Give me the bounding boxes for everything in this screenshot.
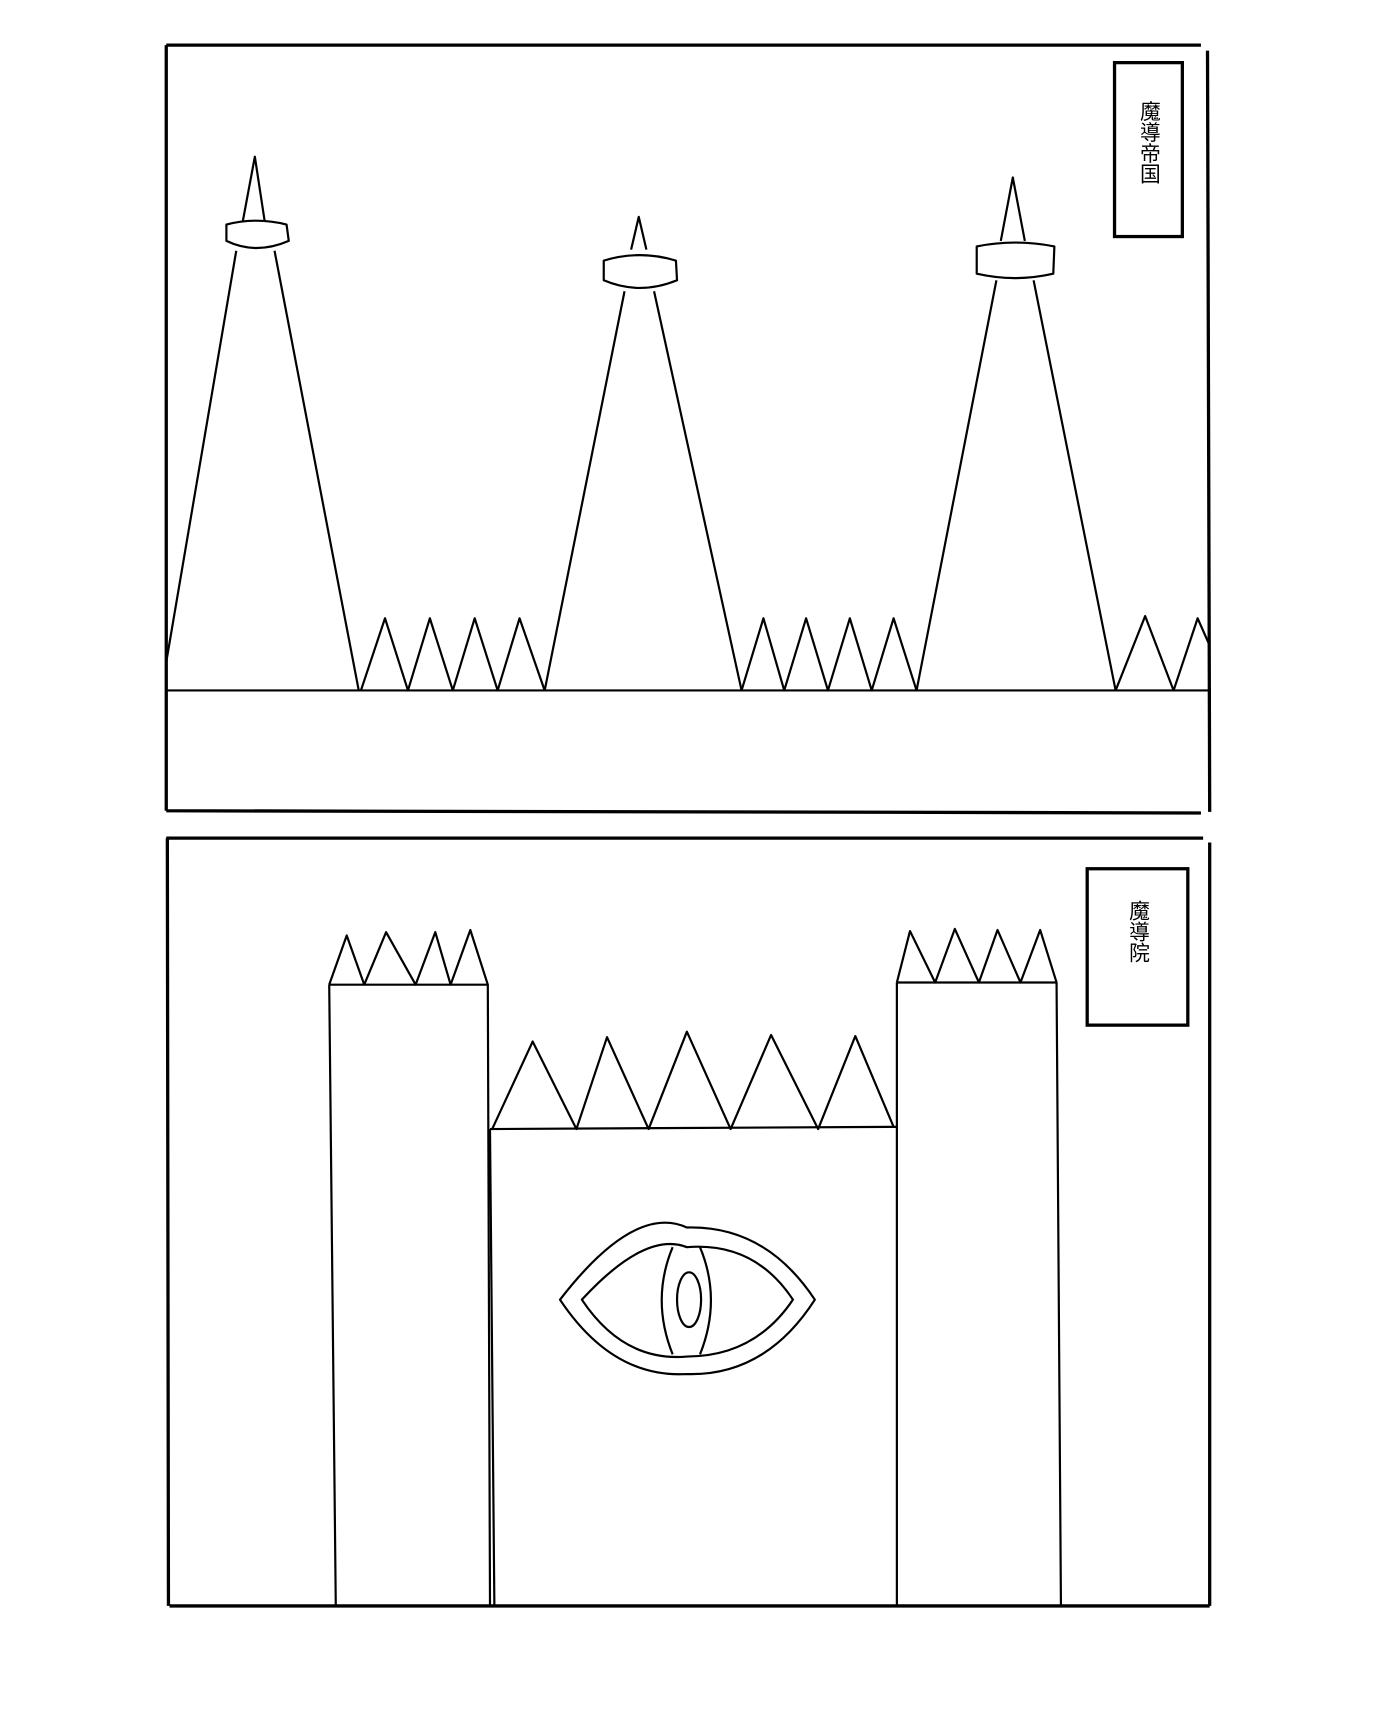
panel-border: [165, 836, 1212, 1608]
spikes-3: [1114, 614, 1211, 692]
spikes-1: [359, 617, 546, 692]
tower-right: [915, 176, 1117, 691]
caption-box-academy: 魔導院: [1085, 867, 1190, 1027]
left-tower: [328, 983, 492, 1606]
central-keep: [488, 1125, 897, 1606]
tower-middle: [543, 215, 743, 691]
tower-left: [165, 155, 360, 691]
right-tower: [895, 981, 1063, 1606]
panel-border: [164, 43, 1212, 815]
caption-box-empire: 魔導帝国: [1112, 61, 1184, 239]
panel-empire: 魔導帝国: [164, 43, 1212, 815]
spikes-2: [740, 617, 918, 692]
panel-academy: 魔導院: [165, 836, 1212, 1608]
eye-emblem-icon: [558, 1221, 816, 1376]
castle: [328, 927, 1063, 1606]
caption-empire: 魔導帝国: [1136, 101, 1160, 184]
caption-academy: 魔導院: [1126, 900, 1150, 962]
